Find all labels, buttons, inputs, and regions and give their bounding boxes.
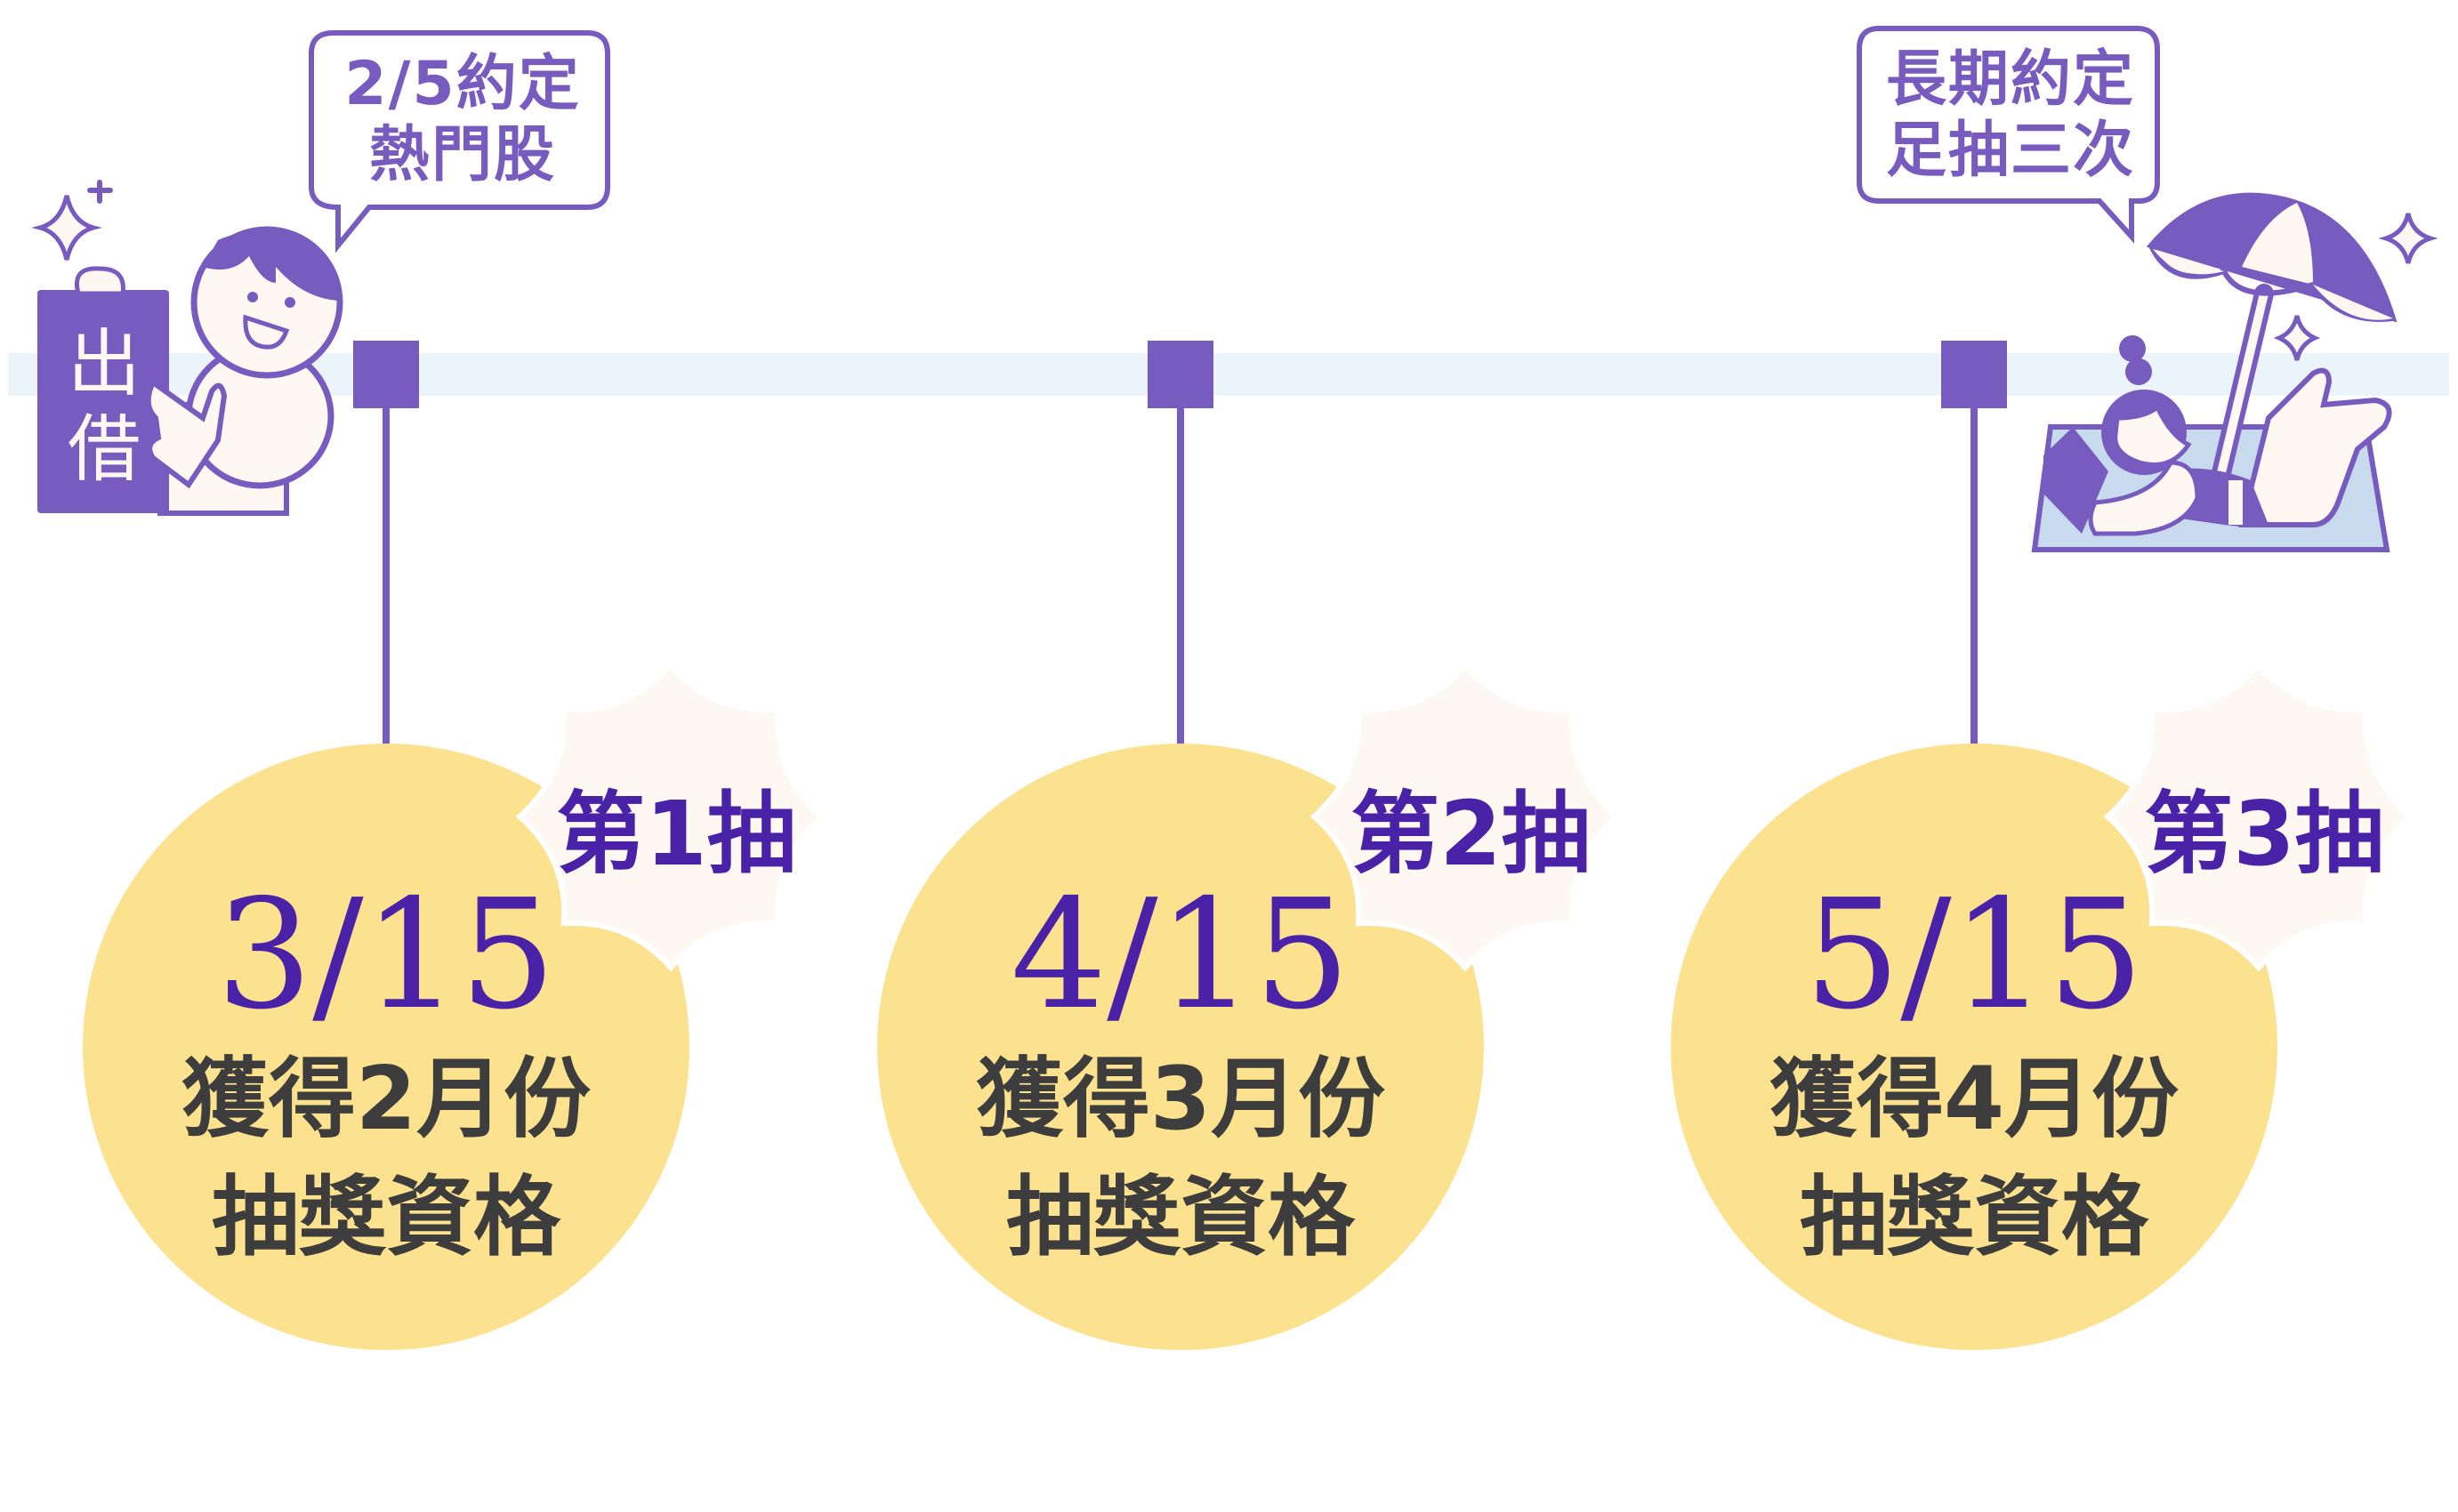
lend-sign [37,290,169,513]
milestone-line-1: 獲得4月份 [1769,1049,2180,1150]
relaxing-character-illustration [2031,192,2438,552]
milestone-marker-2 [1148,341,1213,746]
right-bubble-line-2: 足抽三次 [1885,116,2135,186]
milestone-line-1: 獲得2月份 [181,1049,592,1150]
right-bubble-line-1: 長期約定 [1885,44,2135,115]
left-bubble-line-1: 2/5約定 [344,49,581,119]
milestone-line-2: 抽獎資格 [211,1167,560,1268]
sparkle-icon [2378,213,2438,264]
milestone-marker-1 [353,341,419,746]
right-speech-bubble [1857,26,2160,244]
sign-char-1: 出 [67,322,141,406]
draw-label: 第3抽 [2144,782,2384,886]
left-bubble-text: 2/5約定 熱門股 [320,49,605,191]
milestone-line-2: 抽獎資格 [1799,1167,2148,1268]
milestone-marker-3 [1941,341,2007,746]
lend-sign-text: 出 借 [55,322,153,493]
milestone-date: 3/15 [216,867,556,1043]
milestone-date: 4/15 [1011,867,1350,1043]
milestone-date: 5/15 [1804,867,2144,1043]
milestone-line-1: 獲得3月份 [975,1049,1386,1150]
milestone-circle [877,744,1484,1350]
sign-char-2: 借 [67,407,141,492]
starburst-badge [515,661,826,972]
plus-sparkle-icon [87,180,113,204]
starburst-badge [1310,661,1621,972]
milestone-circle [83,744,689,1350]
milestone-line-2: 抽獎資格 [1005,1167,1355,1268]
left-speech-bubble [309,30,610,253]
milestone-circle [1671,744,2277,1350]
lender-character-illustration [31,180,343,516]
starburst-badge [2103,661,2414,972]
draw-label: 第2抽 [1350,782,1591,886]
left-bubble-line-2: 熱門股 [368,120,556,190]
sparkle-icon [2273,315,2321,361]
right-bubble-text: 長期約定 足抽三次 [1868,44,2153,187]
sparkle-icon [31,195,102,261]
draw-label: 第1抽 [556,782,796,886]
